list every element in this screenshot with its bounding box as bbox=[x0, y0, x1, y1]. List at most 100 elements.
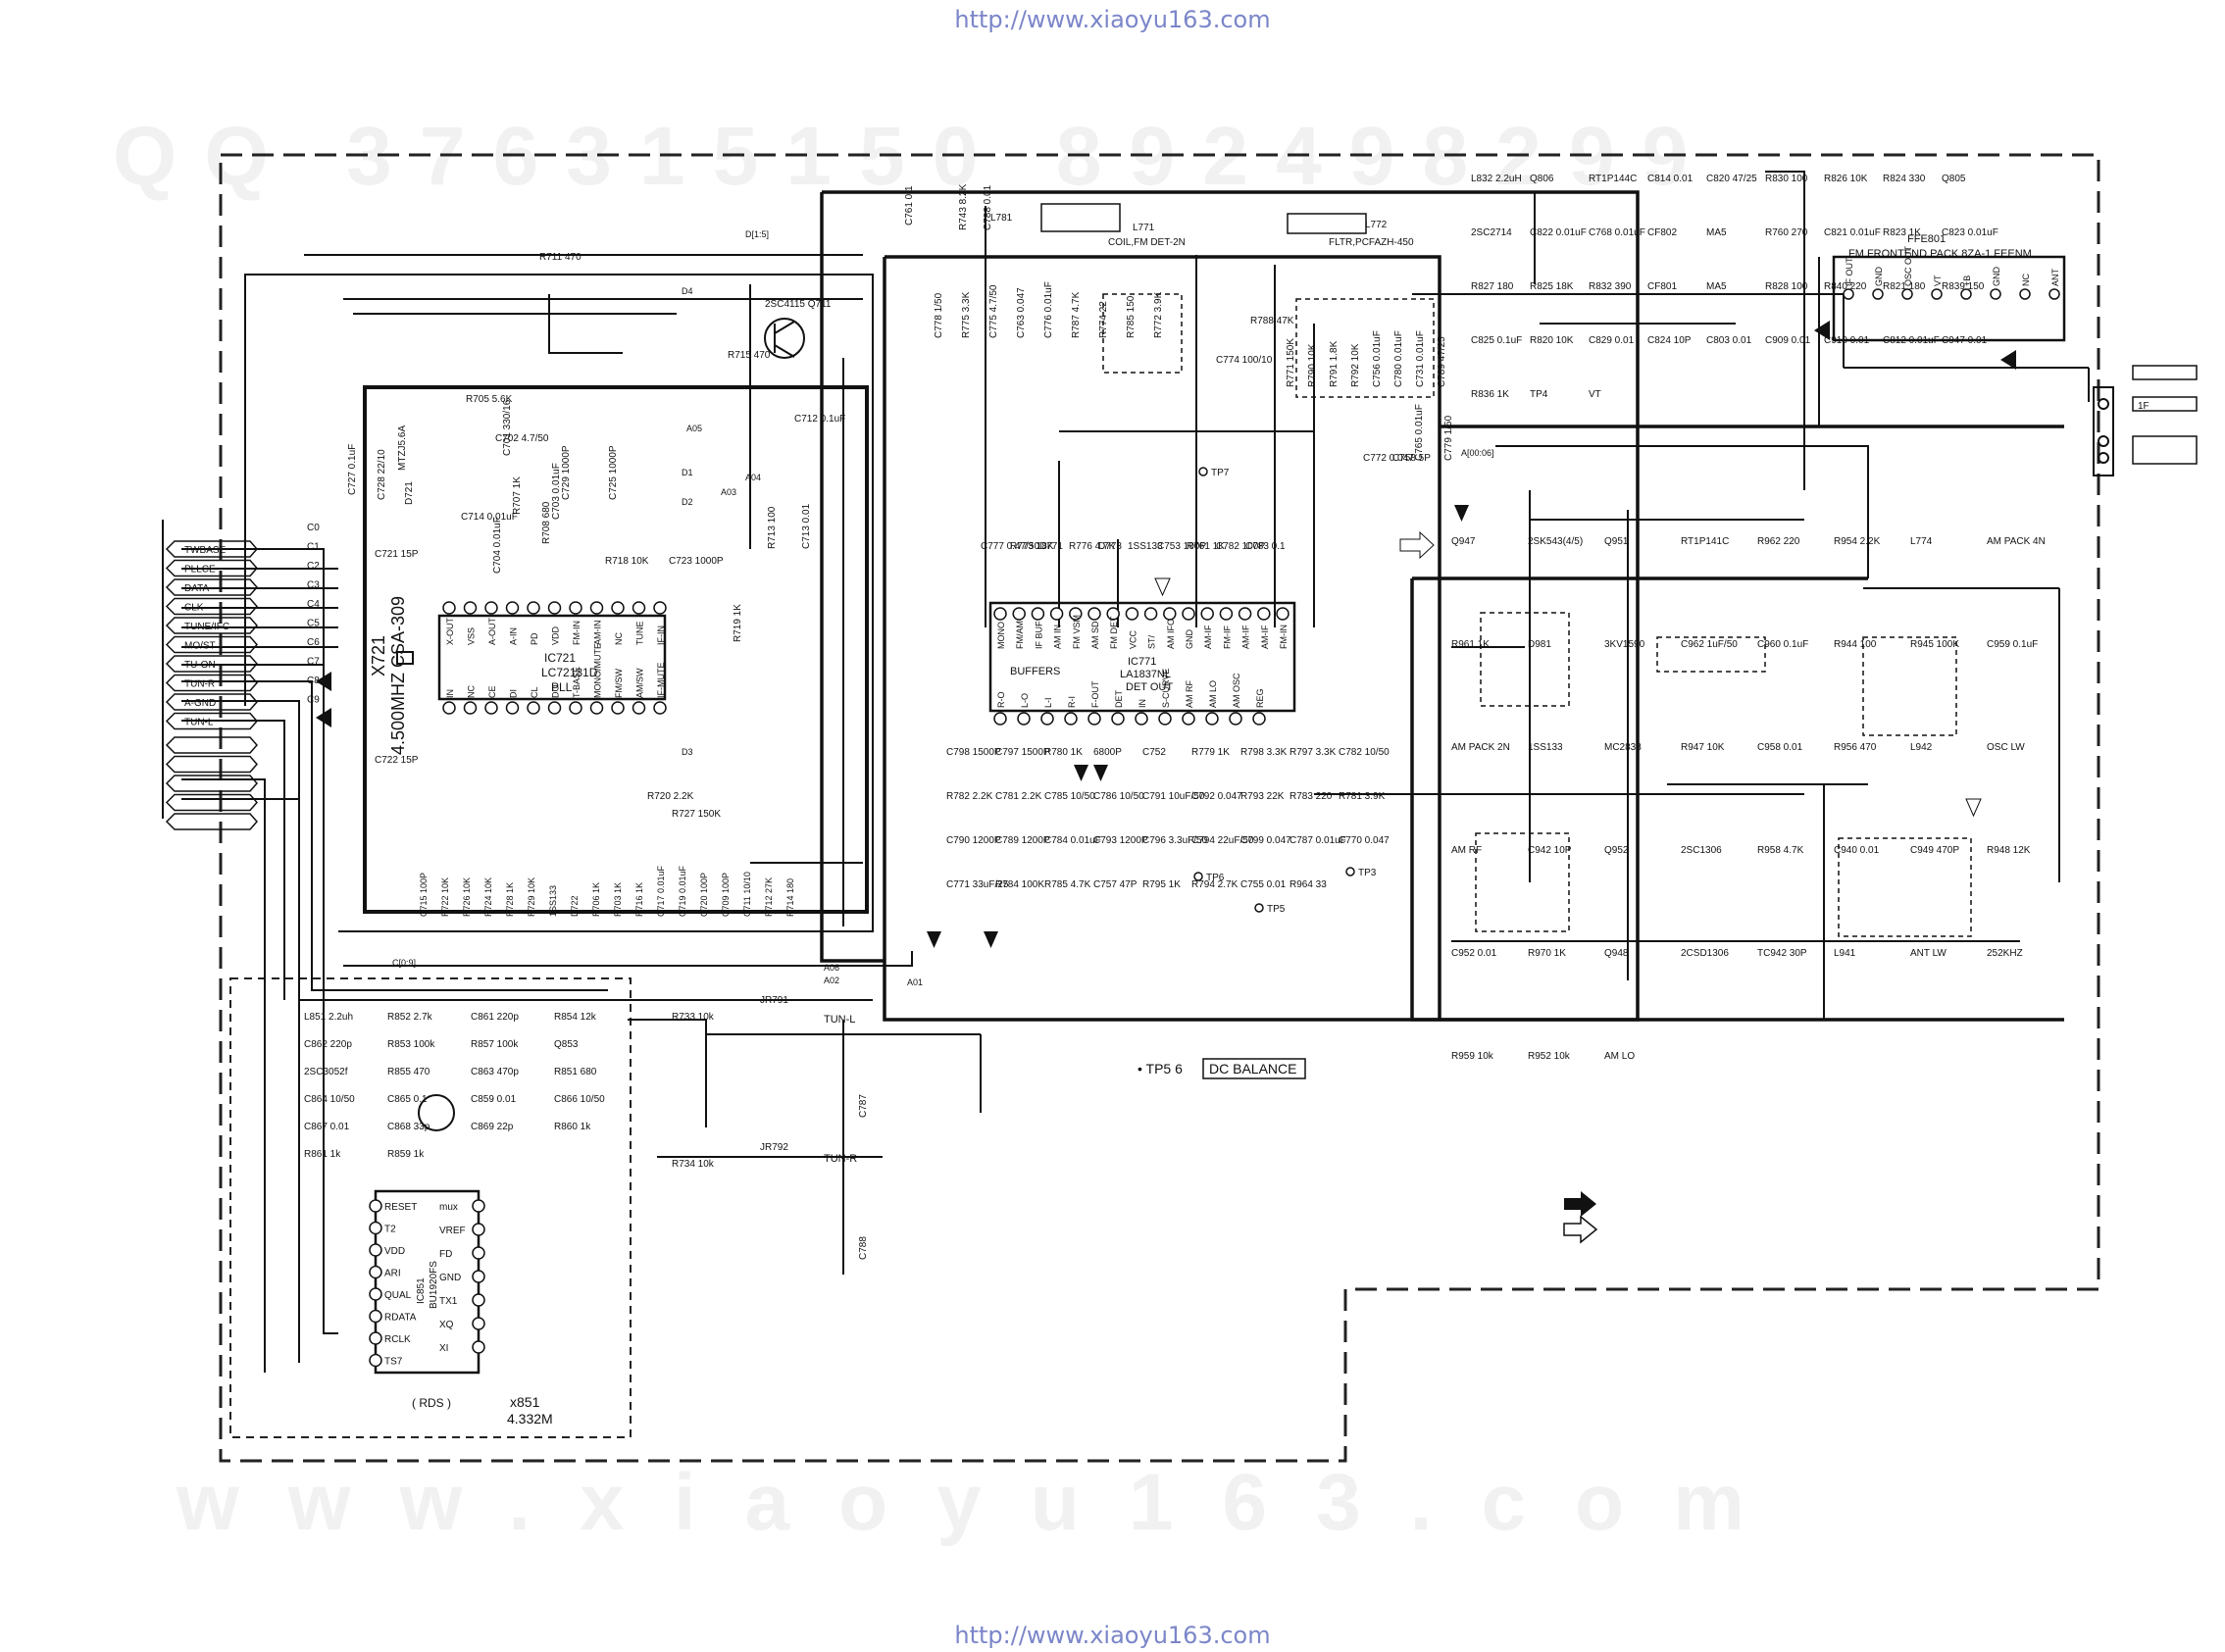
pll-pin bbox=[632, 601, 646, 615]
pll-pin bbox=[463, 601, 478, 615]
frontend-part-label: C947 0.01 bbox=[1942, 335, 1988, 346]
fm-ic-pin bbox=[1106, 607, 1120, 621]
pll-part-label: C714 0.01uF bbox=[461, 512, 518, 523]
pll-part-label: R718 10K bbox=[605, 556, 649, 567]
rds-part-label: C867 0.01 bbox=[304, 1122, 350, 1132]
fm-part-label: R794 2.7K bbox=[1191, 879, 1239, 890]
pll-pin bbox=[569, 701, 582, 715]
rds-section: IC851 BU1920FS RESETT2VDDARIQUALRDATARCL… bbox=[304, 1012, 605, 1427]
bus-label: A[00:06] bbox=[1461, 448, 1494, 458]
rds-pin bbox=[472, 1270, 485, 1283]
test-point bbox=[1345, 867, 1355, 876]
fm-part-label: R797 3.3K bbox=[1289, 747, 1337, 758]
frontend-pin bbox=[1901, 288, 1913, 300]
am-part-label: 2SC1306 bbox=[1681, 845, 1722, 856]
am-part-label: D981 bbox=[1528, 639, 1551, 650]
frontend-part-label: R827 180 bbox=[1471, 281, 1514, 292]
fm-part-label: C796 3.3uF/50 bbox=[1142, 835, 1208, 846]
fm-ic-pin-label: REG bbox=[1255, 688, 1265, 708]
fm-ic-pin bbox=[1064, 712, 1078, 726]
am-part-label: R956 470 bbox=[1834, 742, 1877, 753]
fm-part-label: C761 0.1 bbox=[904, 185, 915, 225]
rds-part-label: C861 220p bbox=[471, 1012, 519, 1023]
l772-label: L772 bbox=[1365, 220, 1388, 230]
bus-label: D3 bbox=[682, 747, 693, 757]
am-part-label: R961 1K bbox=[1451, 639, 1490, 650]
rds-part-label: C865 0.1 bbox=[387, 1094, 428, 1105]
rds-part-label: C869 22p bbox=[471, 1122, 514, 1132]
rds-pin bbox=[369, 1221, 382, 1235]
fm-part-label: D773 bbox=[1098, 541, 1122, 552]
rds-pin bbox=[369, 1265, 382, 1279]
am-part-label: Q952 bbox=[1604, 845, 1629, 856]
frontend-pin bbox=[1960, 288, 1972, 300]
pll-pin-label: DO bbox=[551, 685, 561, 699]
frontend-part-label: C910 0.01 bbox=[1824, 335, 1870, 346]
pll-pin-label: PD bbox=[530, 632, 539, 645]
pll-part-label: R711 470 bbox=[539, 252, 582, 263]
coil-area: L771 COIL,FM DET-2N L772 FLTR,PCFAZH-450 bbox=[1040, 203, 1435, 398]
pll-ic-func: PLL bbox=[551, 680, 573, 694]
fm-part-label: R791 1.8K bbox=[1329, 340, 1340, 387]
rds-pin-label: XQ bbox=[439, 1320, 454, 1330]
pll-part-label: R724 10K bbox=[483, 877, 493, 917]
fm-part-label: R792 10K bbox=[1350, 343, 1361, 387]
rds-ic-ref: IC851 bbox=[416, 1277, 427, 1304]
connector-spare-pin bbox=[165, 736, 258, 754]
fm-ic-buffers: BUFFERS bbox=[1010, 666, 1060, 677]
am-part-label: TC942 30P bbox=[1757, 948, 1807, 959]
fm-ic-pin-label: L-I bbox=[1043, 697, 1053, 708]
fm-ic-pin-label: ST/ bbox=[1147, 634, 1157, 649]
pll-ic-body bbox=[437, 614, 667, 701]
frontend-part-label: R832 390 bbox=[1589, 281, 1632, 292]
pll-pin bbox=[611, 701, 625, 715]
rds-pin bbox=[369, 1331, 382, 1345]
fm-ic-pin bbox=[1143, 607, 1158, 621]
frontend-part-label: R821 180 bbox=[1883, 281, 1926, 292]
fm-part-label: R772 3.9K bbox=[1153, 291, 1164, 338]
fm-part-label: C778 1/50 bbox=[934, 292, 944, 338]
pll-pin-label: A-IN bbox=[509, 627, 519, 645]
pll-pin bbox=[589, 701, 604, 715]
fm-frontend: FFE801 FM FRONTEND PACK 8ZA-1 FEENM IF O… bbox=[1471, 174, 2066, 400]
am-part-label: Q951 bbox=[1604, 536, 1629, 547]
rds-pin-label: VDD bbox=[384, 1246, 405, 1257]
fm-ic-pin-label: FM VSM bbox=[1072, 615, 1082, 649]
fm-ic-pin-label: AM SD bbox=[1090, 621, 1100, 649]
xtal-symbol bbox=[396, 651, 414, 665]
frontend-pin-label: IF OUT bbox=[1845, 257, 1854, 286]
rds-ic-part: BU1920FS bbox=[429, 1261, 439, 1309]
l772-desc: FLTR,PCFAZH-450 bbox=[1329, 237, 1414, 248]
pll-part-label: C721 15P bbox=[375, 549, 419, 560]
fm-ic-pin-label: AM OSC bbox=[1232, 673, 1241, 708]
rds-part-label: Q853 bbox=[554, 1039, 579, 1050]
frontend-part-label: R840 220 bbox=[1824, 281, 1867, 292]
rds-part-label: R860 1k bbox=[554, 1122, 591, 1132]
fm-part-label: L781 bbox=[990, 213, 1013, 224]
fm-ic-part: LA1837NL bbox=[1120, 669, 1171, 680]
connector-signal-label: C4 bbox=[307, 599, 320, 610]
pll-part-label: C719 0.01uF bbox=[678, 865, 687, 917]
bus-label: C[0:9] bbox=[392, 958, 416, 968]
fm-part-label: C794 22uF/50 bbox=[1191, 835, 1254, 846]
frontend-pin bbox=[1843, 288, 1854, 300]
l771-label: L771 bbox=[1133, 223, 1155, 233]
frontend-part-label: L832 2.2uH bbox=[1471, 174, 1522, 184]
connector-pin-label: A-GND bbox=[184, 698, 216, 709]
fm-part-label: C781 2.2K bbox=[995, 791, 1042, 802]
am-part-label: C949 470P bbox=[1910, 845, 1959, 856]
frontend-pin-label: GND bbox=[1992, 267, 2001, 287]
rds-pin-label: mux bbox=[439, 1202, 458, 1213]
fm-frontend-title: FFE801 bbox=[1907, 233, 1946, 245]
connector-spare-pin bbox=[165, 813, 258, 830]
fm-part-label: C757 47P bbox=[1093, 879, 1138, 890]
pll-part-label: C729 1000P bbox=[561, 445, 572, 500]
am-part-label: 252KHZ bbox=[1987, 948, 2023, 959]
watermark-url-bottom: http://www.xiaoyu163.com bbox=[954, 1622, 1271, 1649]
pll-part-label: R707 1K bbox=[512, 476, 523, 515]
test-point-label: TP7 bbox=[1211, 468, 1230, 478]
pll-part-label: R703 1K bbox=[613, 882, 623, 917]
pll-part-label: C703 0.01uF bbox=[551, 463, 562, 520]
